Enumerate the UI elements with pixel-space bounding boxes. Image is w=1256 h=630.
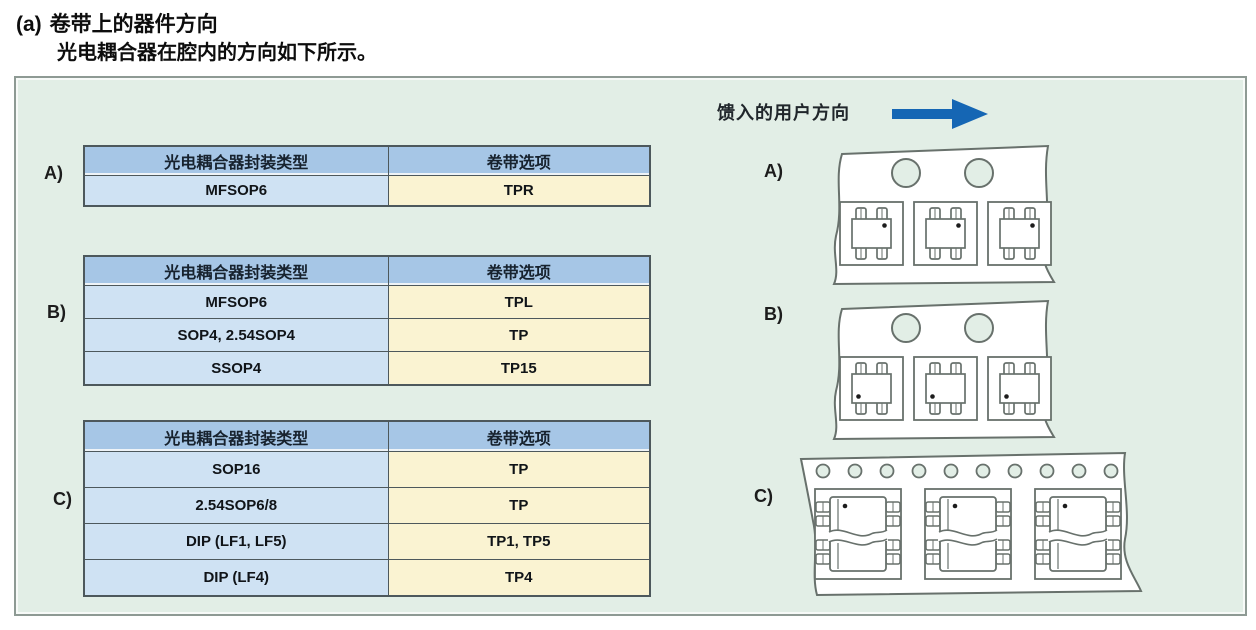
- diagram-c-label: C): [754, 486, 773, 506]
- table-b-label: B): [47, 302, 66, 322]
- table-row: SOP16 TP: [83, 451, 651, 488]
- title-text: 卷带上的器件方向: [49, 13, 218, 36]
- sprocket-hole: [891, 158, 921, 188]
- table-row: SSOP4 TP15: [83, 351, 651, 386]
- tape-option-cell: TP15: [387, 351, 651, 386]
- tape-option-cell: TP1, TP5: [387, 523, 651, 560]
- diagram-a-label: A): [764, 161, 783, 181]
- page-title: (a) 卷带上的器件方向: [16, 8, 218, 38]
- tape-option-table-b: 光电耦合器封装类型 卷带选项 MFSOP6 TPL SOP4, 2.54SOP4…: [83, 255, 651, 386]
- package-type-cell: DIP (LF4): [83, 559, 389, 597]
- carrier-tape-diagram-b: [832, 299, 1056, 441]
- package-type-header: 光电耦合器封装类型: [83, 255, 389, 286]
- tape-option-header: 卷带选项: [387, 420, 651, 452]
- right-arrow-icon: [892, 99, 988, 129]
- sprocket-hole: [964, 158, 994, 188]
- table-row: DIP (LF4) TP4: [83, 559, 651, 597]
- package-type-header: 光电耦合器封装类型: [83, 420, 389, 452]
- tape-option-header: 卷带选项: [387, 255, 651, 286]
- carrier-tape-diagram-a: [832, 144, 1056, 286]
- table-row: SOP4, 2.54SOP4 TP: [83, 318, 651, 352]
- package-type-cell: SOP16: [83, 451, 389, 488]
- sprocket-holes: [815, 463, 1119, 479]
- table-row: DIP (LF1, LF5) TP1, TP5: [83, 523, 651, 560]
- tape-option-table-a: 光电耦合器封装类型 卷带选项 MFSOP6 TPR: [83, 145, 651, 207]
- table-a-label: A): [44, 163, 63, 183]
- sop-component-pin1-top-left: [815, 496, 1121, 572]
- tape-option-cell: TPR: [387, 175, 651, 207]
- tape-option-cell: TP: [387, 487, 651, 524]
- package-type-cell: MFSOP6: [83, 285, 389, 319]
- package-type-cell: DIP (LF1, LF5): [83, 523, 389, 560]
- package-type-cell: 2.54SOP6/8: [83, 487, 389, 524]
- table-row: MFSOP6 TPL: [83, 285, 651, 319]
- tape-option-cell: TP: [387, 318, 651, 352]
- tape-option-table-c: 光电耦合器封装类型 卷带选项 SOP16 TP 2.54SOP6/8 TP DI…: [83, 420, 651, 597]
- table-row: MFSOP6 TPR: [83, 175, 651, 207]
- tape-option-cell: TP4: [387, 559, 651, 597]
- tape-option-header: 卷带选项: [387, 145, 651, 176]
- sprocket-hole: [964, 313, 994, 343]
- table-row: 2.54SOP6/8 TP: [83, 487, 651, 524]
- package-type-cell: SOP4, 2.54SOP4: [83, 318, 389, 352]
- table-header-row: 光电耦合器封装类型 卷带选项: [83, 255, 651, 286]
- title-prefix: (a): [16, 13, 42, 36]
- table-header-row: 光电耦合器封装类型 卷带选项: [83, 420, 651, 452]
- carrier-tape-diagram-c: [799, 451, 1143, 597]
- feed-direction-label: 馈入的用户方向: [717, 103, 850, 123]
- tape-option-cell: TPL: [387, 285, 651, 319]
- package-type-header: 光电耦合器封装类型: [83, 145, 389, 176]
- tape-option-cell: TP: [387, 451, 651, 488]
- package-type-cell: SSOP4: [83, 351, 389, 386]
- table-header-row: 光电耦合器封装类型 卷带选项: [83, 145, 651, 176]
- page-subtitle: 光电耦合器在腔内的方向如下所示。: [57, 42, 377, 64]
- package-type-cell: MFSOP6: [83, 175, 389, 207]
- table-c-label: C): [53, 489, 72, 509]
- sprocket-hole: [891, 313, 921, 343]
- diagram-b-label: B): [764, 304, 783, 324]
